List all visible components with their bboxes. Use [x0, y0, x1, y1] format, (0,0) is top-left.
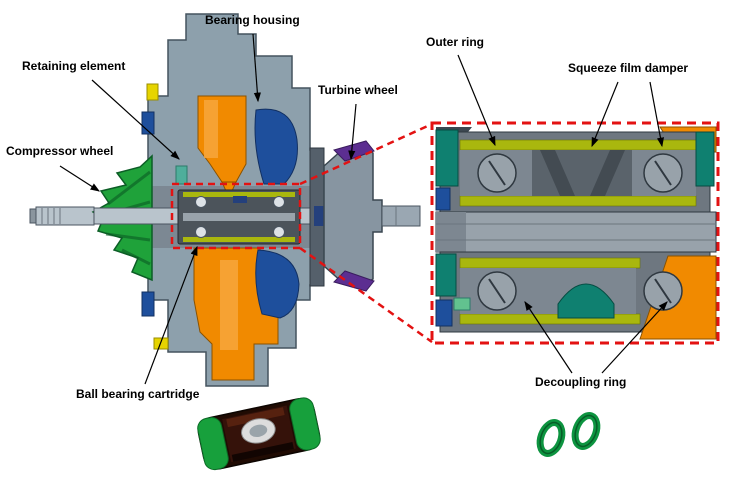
zoom-callout	[170, 121, 720, 345]
zoom-top-band-graphic	[435, 129, 715, 213]
leader-squeeze-film-damper-2	[649, 81, 664, 148]
bearing-cartridge-photo	[197, 397, 321, 471]
leader-squeeze-film-damper-1	[591, 81, 619, 148]
decoupling-rings-graphic	[536, 412, 601, 457]
zoom-detail-view	[435, 126, 717, 340]
leader-retaining-element	[91, 79, 180, 160]
volute-pocket-upper-graphic	[254, 108, 298, 185]
volute-left-lower-graphic	[141, 291, 155, 317]
zoom-target-box	[430, 121, 720, 345]
ball-bearing-cartridge-graphic	[177, 189, 301, 245]
volute-pocket-lower-graphic	[255, 249, 300, 319]
label-turbine-wheel: Turbine wheel	[318, 83, 398, 97]
zoom-source-box	[170, 182, 302, 250]
leader-turbine-wheel	[348, 103, 357, 161]
label-squeeze-film-damper: Squeeze film damper	[568, 61, 689, 75]
label-decoupling-ring: Decoupling ring	[535, 375, 627, 389]
turbine-wheel-graphic	[309, 140, 421, 292]
leader-lines	[59, 33, 668, 385]
leader-outer-ring	[457, 54, 496, 147]
leader-decoupling-ring-2	[601, 301, 668, 374]
zoom-bottom-band-graphic	[435, 251, 717, 340]
main-cutaway	[29, 13, 421, 387]
label-ball-bearing-cartridge: Ball bearing cartridge	[76, 387, 200, 401]
label-retaining-element: Retaining element	[22, 59, 126, 73]
leader-decoupling-ring-1	[524, 300, 573, 374]
label-bearing-housing: Bearing housing	[205, 13, 300, 27]
leader-ball-bearing-cartridge	[144, 245, 198, 385]
leader-bearing-housing	[252, 33, 261, 103]
zoom-shaft-graphic	[435, 211, 717, 253]
label-compressor-wheel: Compressor wheel	[6, 144, 114, 158]
shaft-left-graphic	[29, 206, 95, 226]
leader-compressor-wheel	[59, 165, 101, 192]
seal-upper-graphic	[146, 83, 159, 101]
retaining-element-graphic	[175, 165, 188, 185]
label-outer-ring: Outer ring	[426, 35, 485, 49]
